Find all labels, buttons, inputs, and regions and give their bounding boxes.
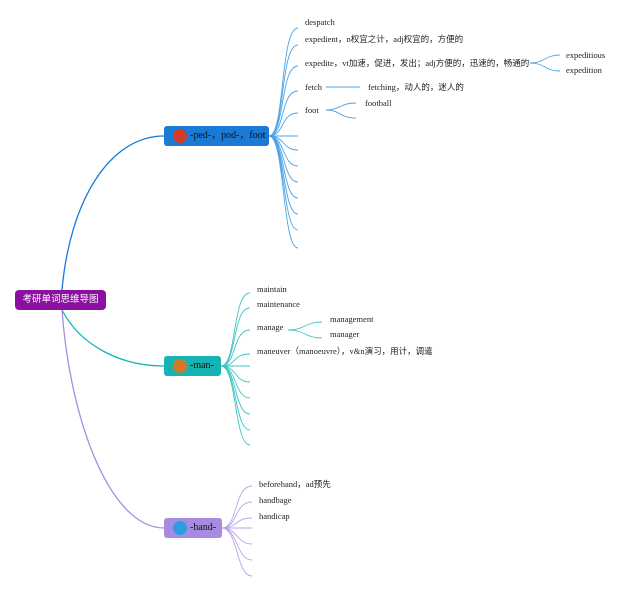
leaf-manager[interactable]: manager [330, 329, 360, 339]
leaf-foot[interactable]: foot [305, 105, 319, 115]
branch-hand[interactable]: -hand- [164, 518, 222, 538]
leaf-fetch[interactable]: fetch [305, 82, 322, 92]
leaf-maintenance[interactable]: maintenance [257, 299, 300, 309]
branch-man[interactable]: -man- [164, 356, 221, 376]
leaf-expedite[interactable]: expedite，vt加速，促进，发出；adj方便的，迅速的，畅通的 [305, 58, 530, 68]
leaf-beforehand[interactable]: beforehand，ad预先 [259, 479, 331, 489]
leaf-manage[interactable]: manage [257, 322, 284, 332]
branch-ped[interactable]: -ped-，pod-，foot [164, 126, 269, 146]
leaf-football[interactable]: football [365, 98, 392, 108]
leaf-management[interactable]: management [330, 314, 374, 324]
branch-marker-icon [173, 521, 187, 535]
root-node[interactable]: 考研单词思维导图 [15, 290, 106, 310]
leaf-expedient[interactable]: expedient，n权宜之计，adj权宜的，方便的 [305, 34, 464, 44]
leaf-maneuver[interactable]: maneuver（manoeuvre），v&n演习，用计，调遣 [257, 346, 433, 356]
man-fan [220, 292, 323, 446]
leaf-expedition[interactable]: expedition [566, 65, 602, 75]
branch-marker-icon [173, 129, 187, 143]
ped-fan [268, 27, 561, 249]
hand-fan [221, 485, 253, 577]
branch-marker-icon [173, 359, 187, 373]
leaf-fetching[interactable]: fetching，动人的，迷人的 [368, 82, 464, 92]
connector-root-ped [61, 135, 165, 291]
leaf-despatch[interactable]: despatch [305, 17, 335, 27]
connector-root-man [61, 309, 165, 367]
leaf-expeditious[interactable]: expeditious [566, 50, 606, 60]
leaf-maintain[interactable]: maintain [257, 284, 287, 294]
branch-ped-label: -ped-，pod-，foot [190, 130, 266, 141]
branch-hand-label: -hand- [190, 522, 217, 533]
branch-man-label: -man- [190, 360, 214, 371]
leaf-handicap[interactable]: handicap [259, 511, 290, 521]
connector-root-hand [61, 309, 165, 529]
leaf-handbage[interactable]: handbage [259, 495, 292, 505]
